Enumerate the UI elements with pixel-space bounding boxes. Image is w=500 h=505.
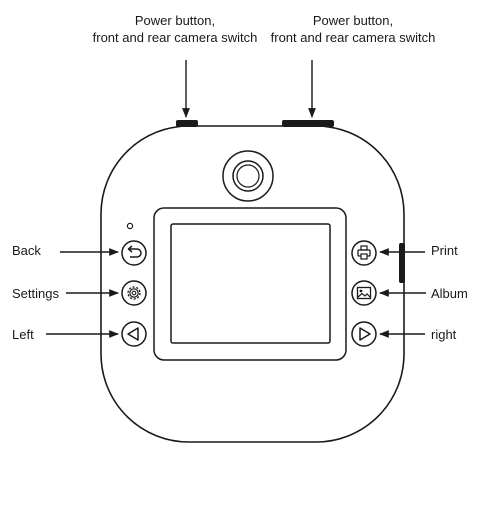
triangle-left-icon — [127, 327, 139, 341]
callout-power-left-line2: front and rear camera switch — [92, 30, 258, 45]
gear-icon — [127, 286, 141, 300]
printer-icon — [357, 245, 371, 260]
top-button-right — [282, 120, 334, 127]
callout-settings: Settings — [12, 286, 59, 301]
right-button — [351, 321, 377, 347]
undo-arrow-icon — [127, 245, 142, 258]
album-button — [351, 280, 377, 306]
callout-power-right-line1: Power button, — [312, 13, 394, 28]
print-button — [351, 240, 377, 266]
screen-bezel — [153, 207, 347, 361]
callout-right: right — [431, 327, 457, 342]
triangle-right-icon — [359, 327, 371, 341]
callout-power-right-line2: front and rear camera switch — [270, 30, 436, 45]
left-button — [121, 321, 147, 347]
settings-button — [121, 280, 147, 306]
indicator-light — [126, 222, 134, 230]
top-button-left — [176, 120, 198, 127]
photo-icon — [356, 286, 372, 300]
callout-power-left: Power button, front and rear camera swit… — [93, 12, 258, 46]
callout-back: Back — [12, 243, 41, 258]
callout-left: Left — [12, 327, 34, 342]
screen — [170, 223, 331, 344]
callout-album: Album — [431, 286, 468, 301]
callout-power-left-line1: Power button, — [134, 13, 216, 28]
callout-power-right: Power button, front and rear camera swit… — [271, 12, 436, 46]
callout-print: Print — [431, 243, 458, 258]
front-lens — [222, 150, 274, 202]
back-button — [121, 240, 147, 266]
camera-body — [100, 125, 405, 443]
side-button — [399, 243, 405, 283]
